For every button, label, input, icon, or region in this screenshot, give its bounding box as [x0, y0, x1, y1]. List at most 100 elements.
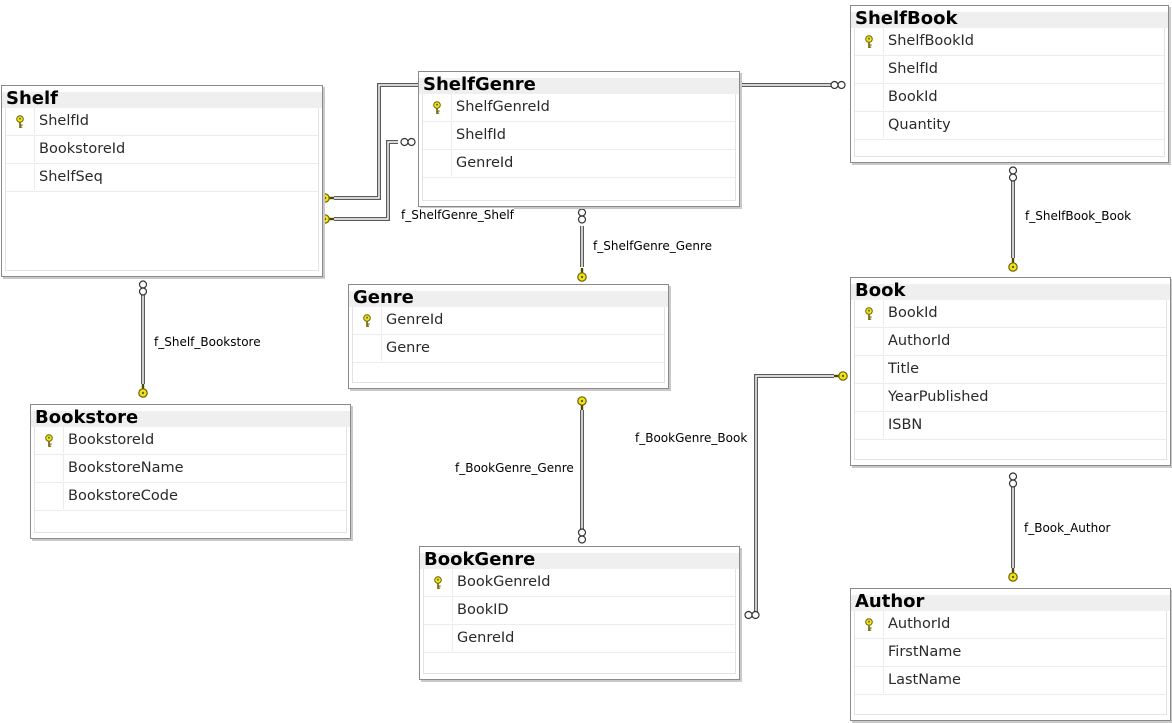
row-selector	[35, 455, 64, 481]
table-title[interactable]: Bookstore	[31, 405, 350, 428]
column-row[interactable]: BookstoreId	[35, 427, 346, 455]
column-name: ShelfId	[456, 127, 506, 143]
infinity-end-icon	[751, 610, 760, 620]
key-end-icon	[328, 217, 334, 221]
column-row[interactable]: ShelfBookId	[855, 28, 1164, 56]
key-end-icon	[1011, 258, 1015, 264]
row-selector	[855, 56, 884, 82]
relationship-label[interactable]: f_ShelfBook_Book	[1025, 209, 1132, 223]
column-name: GenreId	[457, 630, 515, 646]
column-name: BookstoreCode	[68, 488, 178, 504]
column-row[interactable]: BookID	[424, 597, 735, 625]
table-title[interactable]: Shelf	[2, 86, 322, 109]
infinity-end-icon	[837, 80, 846, 90]
column-row[interactable]: BookId	[855, 300, 1166, 328]
column-row[interactable]: YearPublished	[855, 384, 1166, 412]
relationship-label[interactable]: f_ShelfGenre_Genre	[593, 239, 713, 253]
column-name: BookId	[888, 305, 938, 321]
row-selector	[855, 84, 884, 110]
column-row[interactable]: GenreId	[353, 307, 664, 335]
column-name: GenreId	[456, 155, 514, 171]
column-row[interactable]: LastName	[855, 667, 1166, 695]
table-title[interactable]: ShelfGenre	[419, 72, 739, 95]
line-inner	[334, 141, 398, 220]
primary-key-icon	[16, 115, 24, 128]
key-end-icon	[323, 196, 327, 200]
column-row[interactable]: Title	[855, 356, 1166, 384]
infinity-end-icon	[1008, 166, 1018, 175]
column-name: ShelfId	[888, 61, 938, 77]
column-name: AuthorId	[888, 333, 951, 349]
column-row[interactable]: BookGenreId	[424, 569, 735, 597]
column-row[interactable]: BookstoreCode	[35, 483, 346, 511]
column-name: BookID	[457, 602, 509, 618]
column-name: YearPublished	[888, 389, 989, 405]
primary-key-icon	[45, 434, 53, 447]
table-title[interactable]: Book	[851, 278, 1170, 301]
column-row[interactable]: ISBN	[855, 412, 1166, 440]
column-row[interactable]: Quantity	[855, 112, 1164, 140]
row-selector	[353, 335, 382, 361]
key-end-icon	[580, 275, 584, 279]
relationship-label[interactable]: f_BookGenre_Genre	[455, 461, 574, 475]
column-name: ShelfBookId	[888, 33, 975, 49]
column-row[interactable]: FirstName	[855, 639, 1166, 667]
line-outer	[754, 374, 834, 615]
column-row[interactable]: AuthorId	[855, 611, 1166, 639]
column-row[interactable]: ShelfGenreId	[423, 94, 735, 122]
column-row[interactable]: ShelfId	[6, 108, 318, 136]
row-selector	[855, 112, 884, 138]
key-end-icon	[141, 391, 145, 395]
key-end-icon	[323, 217, 327, 221]
infinity-end-icon	[744, 610, 753, 620]
row-selector	[424, 625, 453, 651]
relationship-line-shelfgenre-shelf-2	[334, 140, 398, 221]
key-end-icon	[141, 384, 145, 390]
table-title[interactable]: Author	[851, 589, 1170, 612]
row-selector	[35, 483, 64, 509]
column-row[interactable]: Genre	[353, 335, 664, 363]
infinity-end-icon	[830, 80, 839, 90]
column-name: ShelfId	[39, 113, 89, 129]
table-title[interactable]: BookGenre	[420, 547, 739, 570]
key-end-icon	[580, 404, 584, 410]
column-row[interactable]: AuthorId	[855, 328, 1166, 356]
row-selector	[6, 164, 35, 190]
row-selector	[855, 611, 884, 637]
relationship-label[interactable]: f_Shelf_Bookstore	[154, 335, 261, 349]
column-row[interactable]: ShelfSeq	[6, 164, 318, 192]
primary-key-icon	[865, 35, 873, 48]
relationship-label[interactable]: f_BookGenre_Book	[635, 431, 748, 445]
table-title[interactable]: Genre	[349, 285, 668, 308]
relationship-label[interactable]: f_ShelfGenre_Shelf	[401, 208, 514, 222]
column-row[interactable]: GenreId	[424, 625, 735, 653]
key-end-icon	[580, 268, 584, 274]
infinity-end-icon	[1008, 173, 1018, 182]
column-row[interactable]: BookstoreName	[35, 455, 346, 483]
column-row[interactable]: GenreId	[423, 150, 735, 178]
column-row[interactable]: ShelfId	[855, 56, 1164, 84]
column-row[interactable]: BookId	[855, 84, 1164, 112]
key-end-icon	[1011, 575, 1015, 579]
relationship-label[interactable]: f_Book_Author	[1024, 521, 1111, 535]
column-row[interactable]: BookstoreId	[6, 136, 318, 164]
column-row[interactable]: ShelfId	[423, 122, 735, 150]
row-selector	[423, 150, 452, 176]
key-end-icon	[1011, 265, 1015, 269]
table-title[interactable]: ShelfBook	[851, 6, 1168, 29]
primary-key-icon	[865, 618, 873, 631]
column-name: BookGenreId	[457, 574, 551, 590]
